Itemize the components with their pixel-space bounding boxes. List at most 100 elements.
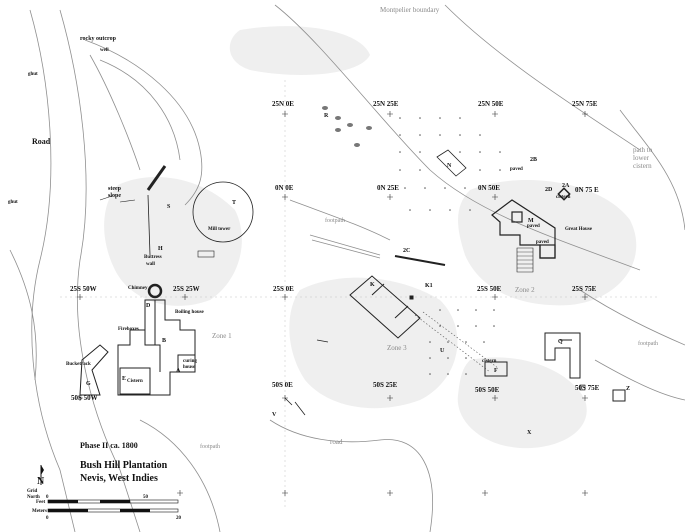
site-letter: T xyxy=(232,200,236,206)
scale-bar xyxy=(47,499,179,513)
paved-label-3: paved xyxy=(536,240,549,245)
boiling-house-complex xyxy=(79,283,196,396)
boiling-house-label: Boiling house xyxy=(175,310,205,315)
grid-markers xyxy=(77,111,588,496)
site-letter: V xyxy=(272,412,277,418)
grid-label: 0N 75 E xyxy=(575,186,599,194)
grid-label: 25S 75E xyxy=(572,285,597,293)
structure-f xyxy=(484,361,508,377)
mill-tower-shape xyxy=(192,181,254,243)
title-line-2: Nevis, West Indies xyxy=(80,473,158,484)
zone-2-label: Zone 2 xyxy=(515,286,535,294)
lane-zone3 xyxy=(414,311,499,373)
great-house xyxy=(491,199,556,273)
fireboxes-label: Fireboxes xyxy=(118,327,139,332)
buttress-wall-top xyxy=(146,165,167,191)
site-letter: M xyxy=(528,218,534,224)
steep-slope-label-2: slope xyxy=(108,193,121,199)
scale-meters-start: 0 xyxy=(46,516,49,521)
structure-small xyxy=(579,384,586,391)
scale-feet-mid: 50 xyxy=(143,495,149,500)
curing-house-label: curing xyxy=(183,359,197,364)
bucketrack-label: Bucketrack xyxy=(66,362,91,367)
grid-label: 25S 0E xyxy=(273,285,294,293)
grid-label: 0N 50E xyxy=(478,184,500,192)
grid-label: 50S 0E xyxy=(272,381,293,389)
grid-north-label-2: North xyxy=(27,495,40,500)
cistern-e-label: Cistern xyxy=(127,379,143,384)
site-letter: 2B xyxy=(530,157,537,163)
site-letter: K1 xyxy=(425,283,433,289)
buttress-wall-label-2: wall xyxy=(146,262,156,267)
site-letter: A xyxy=(176,368,181,374)
chimney-shape xyxy=(147,283,163,299)
site-letter: 2A xyxy=(562,183,570,189)
chimney-label: Chimney xyxy=(128,286,148,291)
structure-k xyxy=(349,275,421,339)
rocky-outcrop-label: rocky outcrop xyxy=(80,36,117,42)
north-letter: N xyxy=(37,476,45,487)
site-letter: K xyxy=(370,282,375,288)
grid-label: 25S 25W xyxy=(173,285,200,293)
site-letter: D xyxy=(146,303,151,309)
site-letter: H xyxy=(158,246,163,252)
structure-z xyxy=(612,389,626,402)
cistern-2a-shape xyxy=(557,187,571,201)
path-to-cistern-label-2: lower xyxy=(633,154,650,162)
footpath-label-2: footpath xyxy=(200,443,220,450)
site-letter: N xyxy=(447,163,452,169)
phase-label: Phase II ca. 1800 xyxy=(80,441,138,450)
grid-label: 50S 75E xyxy=(575,384,600,392)
title-block: Phase II ca. 1800 Bush Hill Plantation N… xyxy=(27,441,182,521)
road-label: Road xyxy=(32,137,51,146)
scale-meters-label: Meters xyxy=(32,509,47,514)
paved-label-2: paved xyxy=(527,224,540,229)
ghut-left-label: ghut xyxy=(8,200,18,205)
steep-slope-label: steep xyxy=(108,186,122,192)
grid-label-group: 25N 0E 25N 25E 25N 50E 25N 75E 0N 0E 0N … xyxy=(70,100,600,402)
mill-tower-label: Mill tower xyxy=(208,227,231,232)
grid-label: 25S 50W xyxy=(70,285,97,293)
curing-house-label-2: house xyxy=(183,365,196,370)
footpath-label-3: footpath xyxy=(638,340,658,347)
cistern-f-label: cistern xyxy=(482,359,497,364)
site-letter: F xyxy=(494,368,498,374)
site-letter: E xyxy=(122,376,126,382)
cistern-2a-label: cistern xyxy=(556,195,571,200)
site-letter: 2C xyxy=(403,248,410,254)
site-letter: G xyxy=(86,381,91,387)
site-letter: 2D xyxy=(545,187,553,193)
terrain-lines xyxy=(9,4,685,532)
steep-slope-marker xyxy=(119,199,136,203)
structure-n xyxy=(436,149,467,177)
grid-label: 25N 75E xyxy=(572,100,598,108)
survey-points xyxy=(399,117,501,375)
feature-labels: Road road rocky outcrop well ghut ghut s… xyxy=(8,6,658,450)
great-house-label: Great House xyxy=(565,227,593,232)
title-line-1: Bush Hill Plantation xyxy=(80,460,168,471)
scale-feet-label: Feet xyxy=(36,500,45,505)
site-letter: S xyxy=(167,204,171,210)
structure-v xyxy=(284,339,329,416)
site-letter: X xyxy=(527,430,532,436)
grid-label: 25N 25E xyxy=(373,100,399,108)
grid-label: 50S 25E xyxy=(373,381,398,389)
buttress-wall-label: Buttress xyxy=(144,255,162,260)
grid-north-label: Grid xyxy=(27,489,37,494)
grid-label: 25N 0E xyxy=(272,100,294,108)
grid-label: 50S 50E xyxy=(475,386,500,394)
zone-shading xyxy=(104,26,637,449)
structure-q xyxy=(544,332,581,379)
scale-meters-end: 20 xyxy=(176,516,182,521)
zone-1-label: Zone 1 xyxy=(212,332,232,340)
grid-label: 25N 50E xyxy=(478,100,504,108)
structure-2c-line xyxy=(394,255,446,266)
site-letter: B xyxy=(162,338,166,344)
site-letter: Q xyxy=(558,339,563,345)
buttress-wall-line xyxy=(147,194,151,256)
grid-label: 25S 50E xyxy=(477,285,502,293)
well-label: well xyxy=(100,48,109,53)
path-to-cistern-label: path to xyxy=(633,146,653,154)
